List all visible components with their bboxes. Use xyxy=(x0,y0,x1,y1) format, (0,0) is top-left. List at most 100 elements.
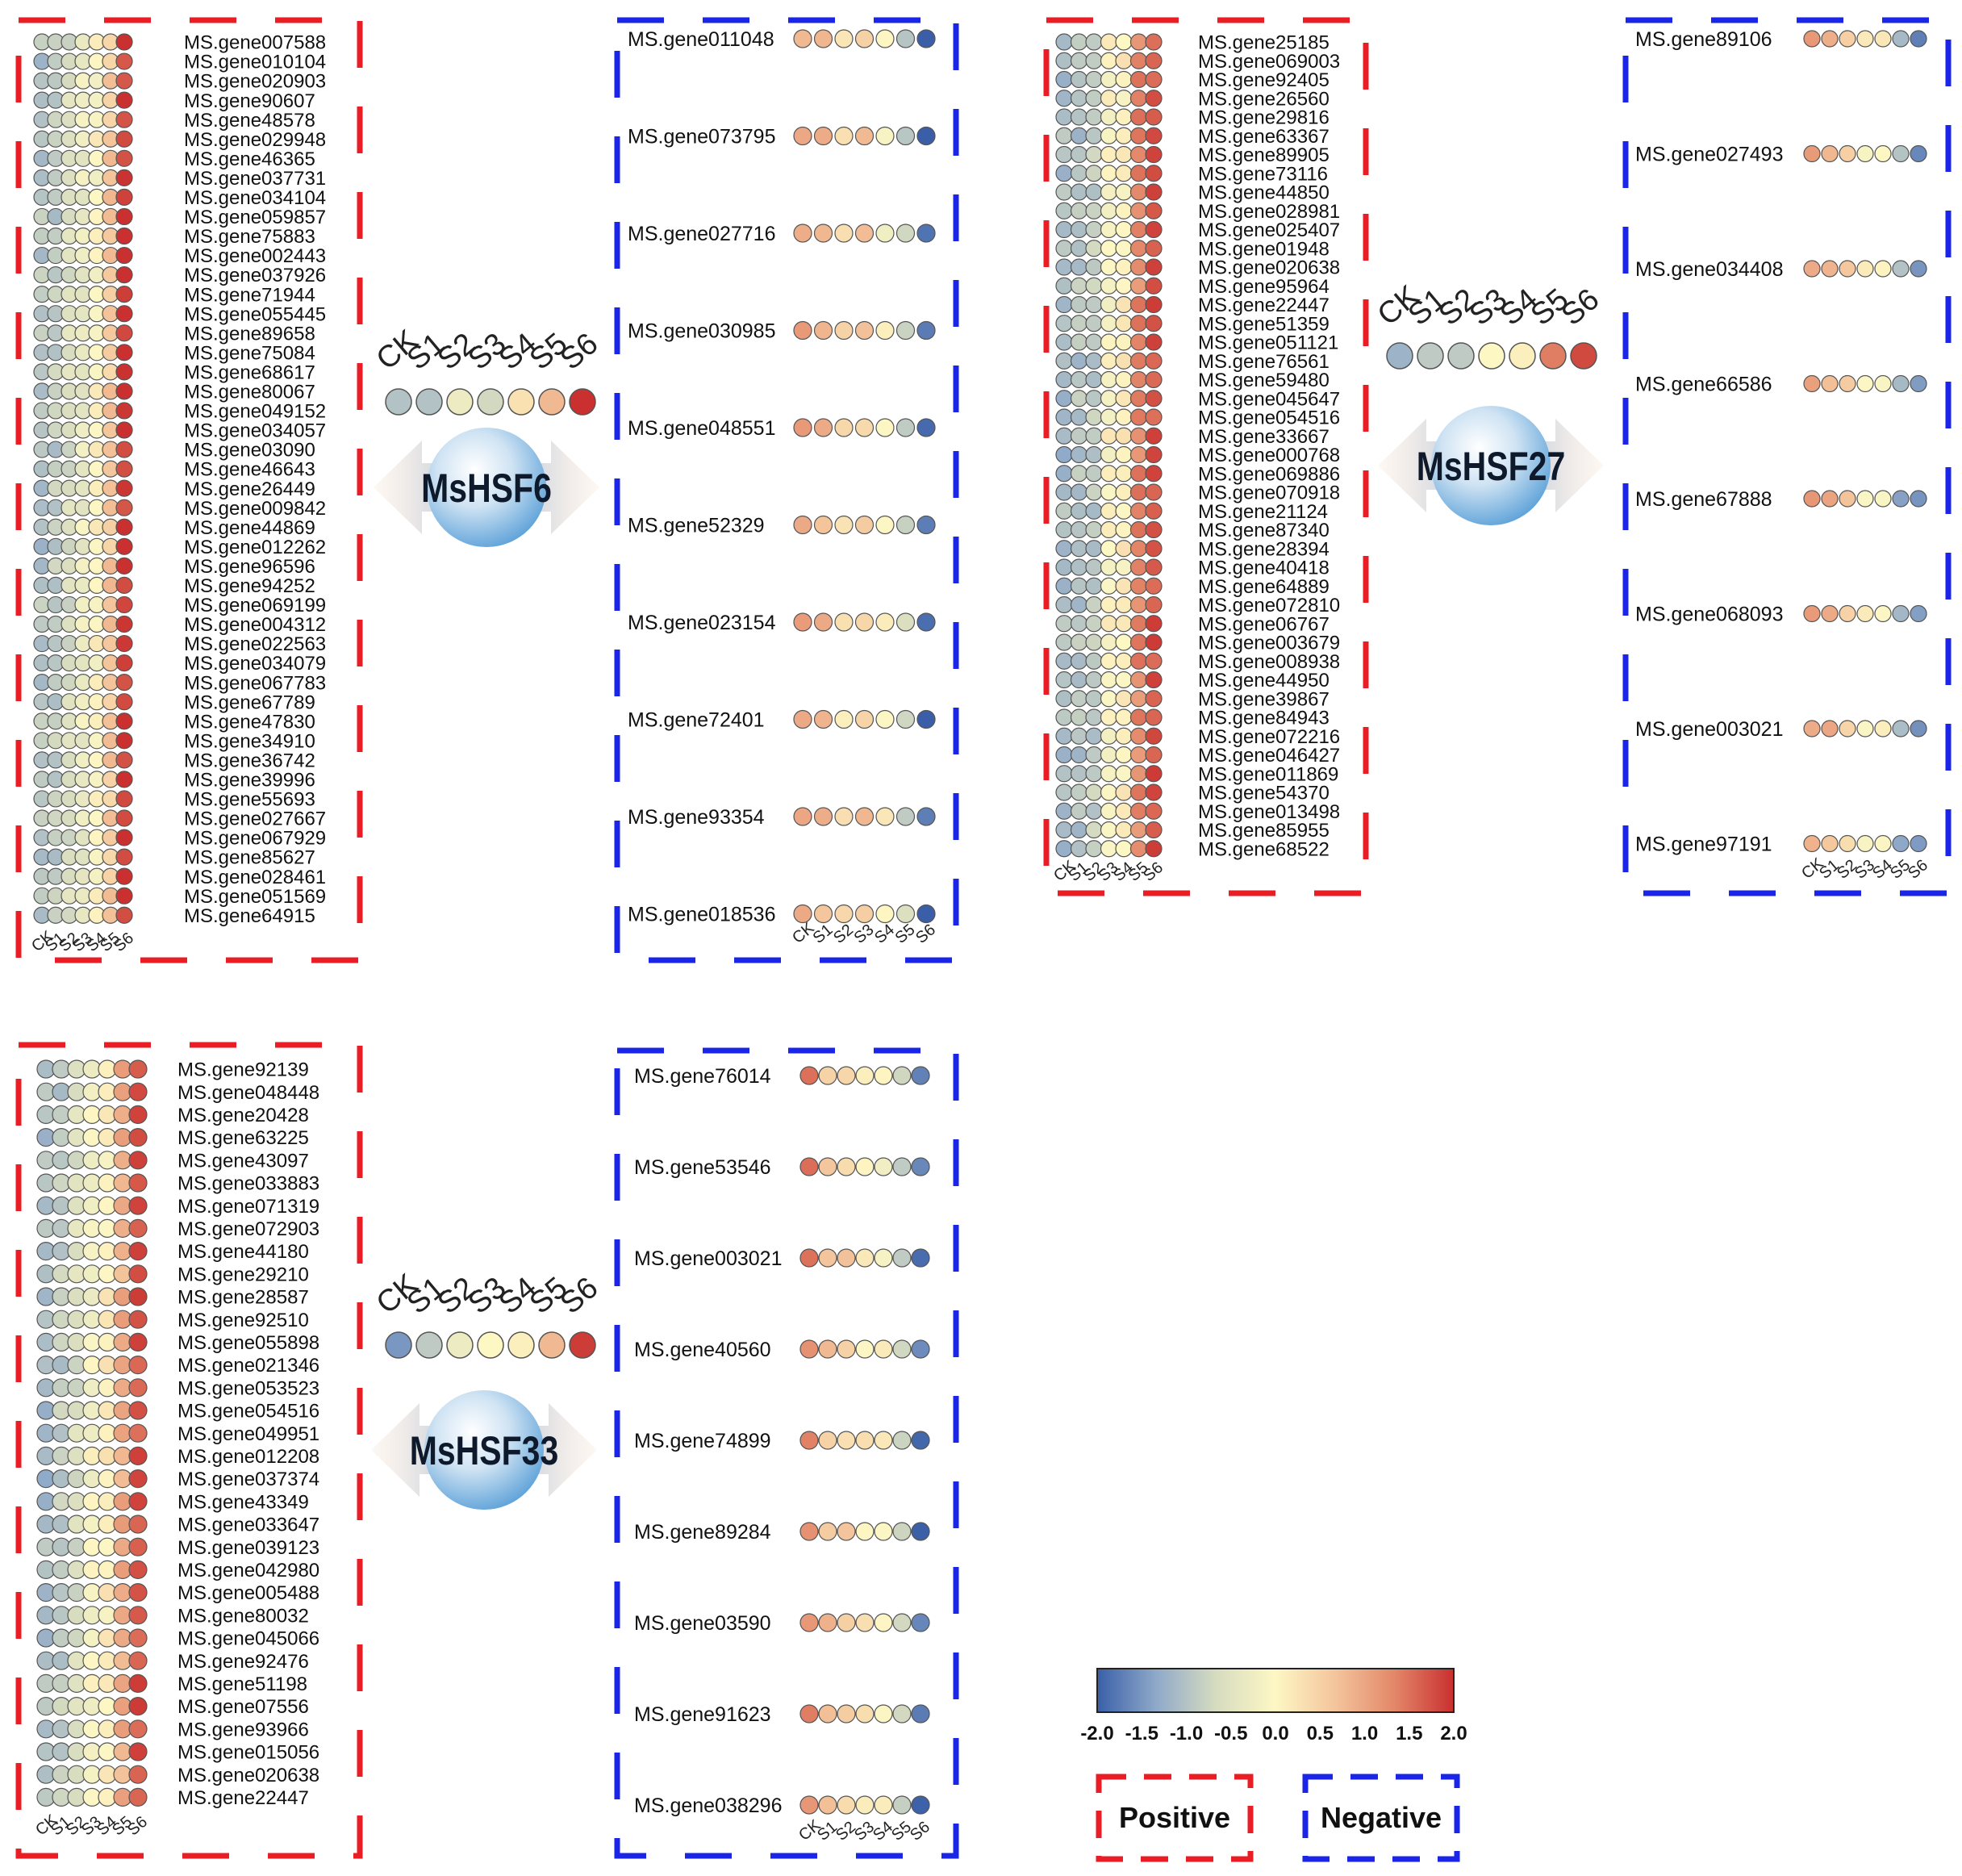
gene-label: MS.gene046427 xyxy=(1198,745,1340,767)
gene-label: MS.gene51198 xyxy=(177,1673,307,1695)
expression-dot xyxy=(1070,33,1088,51)
expression-dot xyxy=(1115,615,1133,633)
gene-label: MS.gene048448 xyxy=(177,1082,319,1104)
expression-dot xyxy=(799,1704,819,1723)
legend: Positive Negative xyxy=(1096,1774,1460,1862)
expression-dot xyxy=(1145,427,1163,445)
expression-dot xyxy=(837,1613,856,1632)
gene-label: MS.gene80032 xyxy=(177,1605,309,1627)
expression-dot xyxy=(1100,258,1118,276)
expression-dot xyxy=(1085,220,1103,239)
gene-row: MS.gene63225 xyxy=(36,1127,309,1149)
expression-dot xyxy=(1070,465,1088,483)
expression-dot xyxy=(1085,652,1103,670)
gene-label: MS.gene018536 xyxy=(628,904,775,926)
expression-dot xyxy=(855,1248,875,1268)
gene-row: MS.gene21124 xyxy=(1055,501,1328,523)
expression-dot xyxy=(1145,295,1163,314)
gene-row: MS.gene072810 xyxy=(1055,595,1340,616)
expression-dot xyxy=(1129,408,1148,426)
gene-row: MS.gene004312 xyxy=(33,614,326,636)
expression-dot xyxy=(892,1157,912,1176)
expression-dot xyxy=(115,518,133,536)
gene-label: MS.gene95964 xyxy=(1198,276,1330,298)
expression-dot xyxy=(1055,220,1073,239)
gene-row: MS.gene003021 xyxy=(634,1247,930,1270)
expression-dot xyxy=(875,904,895,924)
expression-dot xyxy=(1085,633,1103,651)
expression-dot xyxy=(1856,720,1874,737)
expression-dot xyxy=(916,709,936,729)
expression-dot xyxy=(115,771,133,788)
colorbar-tick-label: 1.0 xyxy=(1351,1723,1378,1744)
expression-dot xyxy=(1115,558,1133,576)
expression-dot xyxy=(128,1492,148,1511)
expression-dot xyxy=(128,1127,148,1147)
gene-label: MS.gene054516 xyxy=(1198,407,1340,429)
gene-row: MS.gene039123 xyxy=(36,1537,319,1559)
gene-row: MS.gene22447 xyxy=(1055,295,1330,316)
expression-dot xyxy=(1821,30,1839,48)
gene-label: MS.gene007588 xyxy=(184,32,326,54)
gene-label: MS.gene020638 xyxy=(1198,257,1340,279)
expression-dot xyxy=(1070,127,1088,144)
expression-dot xyxy=(874,1613,893,1632)
expression-dot xyxy=(1100,70,1118,89)
expression-dot xyxy=(1145,52,1163,69)
expression-dot xyxy=(1085,33,1103,51)
expression-dot xyxy=(1129,183,1148,201)
expression-dot xyxy=(1100,33,1118,51)
colorbar-tick-label: 0.0 xyxy=(1262,1723,1288,1744)
hub-expression-row xyxy=(385,388,596,416)
expression-dot xyxy=(892,1066,912,1085)
expression-dot xyxy=(1129,577,1148,595)
expression-dot xyxy=(1100,445,1118,464)
expression-dot xyxy=(115,732,133,750)
expression-dot xyxy=(892,1613,912,1632)
gene-row: MS.gene46365 xyxy=(33,148,315,170)
hsf33-positive-panel: MS.gene92139MS.gene048448MS.gene20428MS.… xyxy=(15,1042,363,1859)
expression-dot xyxy=(1803,260,1821,278)
gene-label: MS.gene92405 xyxy=(1198,69,1330,91)
gene-label: MS.gene85627 xyxy=(184,847,315,869)
expression-dot xyxy=(1070,240,1088,257)
gene-row: MS.gene073795 xyxy=(628,126,936,148)
expression-dot xyxy=(128,1787,148,1807)
gene-label: MS.gene071319 xyxy=(177,1196,319,1218)
expression-dot xyxy=(837,1248,856,1268)
expression-dot xyxy=(1145,558,1163,576)
colorbar-tick-label: 0.5 xyxy=(1307,1723,1334,1744)
expression-dot xyxy=(1055,577,1073,595)
expression-dot xyxy=(1085,802,1103,820)
gene-row: MS.gene01948 xyxy=(1055,238,1330,260)
gene-label: MS.gene25185 xyxy=(1198,32,1330,54)
expression-dot xyxy=(1070,352,1088,370)
gene-label: MS.gene89905 xyxy=(1198,144,1330,166)
gene-row: MS.gene71944 xyxy=(33,284,315,306)
gene-row: MS.gene76014 xyxy=(634,1065,930,1088)
expression-dot xyxy=(793,224,812,243)
expression-dot xyxy=(1085,783,1103,801)
expression-dot xyxy=(1070,765,1088,783)
expression-dot xyxy=(837,1431,856,1450)
expression-dot xyxy=(813,515,833,535)
expression-dot xyxy=(813,418,833,437)
expression-dot xyxy=(834,224,854,243)
gene-label: MS.gene73116 xyxy=(1198,163,1328,185)
expression-dot xyxy=(818,1066,837,1085)
expression-dot xyxy=(799,1339,819,1359)
gene-label: MS.gene042980 xyxy=(177,1560,319,1581)
expression-dot xyxy=(1115,90,1133,107)
gene-row: MS.gene29210 xyxy=(36,1264,309,1285)
expression-dot xyxy=(875,709,895,729)
expression-dot xyxy=(1129,202,1148,219)
expression-dot xyxy=(128,1537,148,1556)
expression-dot xyxy=(1055,165,1073,182)
gene-row: MS.gene048551 xyxy=(628,417,936,440)
expression-dot xyxy=(115,441,133,458)
gene-label: MS.gene012208 xyxy=(177,1446,319,1468)
